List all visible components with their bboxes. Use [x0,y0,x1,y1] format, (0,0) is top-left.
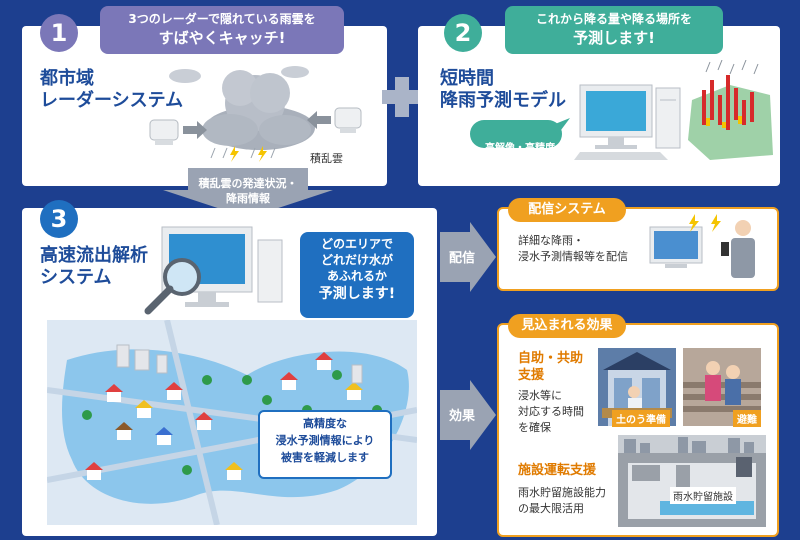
step-3-title: 高速流出解析 システム [40,245,148,289]
cloud-label: 積乱雲 [310,152,343,165]
self-help-title: 自助・共助 支援 [518,350,583,384]
step-3-title-line1: 高速流出解析 [40,245,148,266]
step-3-callout-line4: 予測します! [318,286,396,302]
down-arrow-line1: 積乱雲の発達状況・ [198,177,298,190]
sandbag-photo-label: 土のう準備 [612,410,670,427]
analysis-computer-illustration [144,226,283,315]
step-2-title-line2: 降雨予測モデル [440,90,566,111]
flood-map-caption: 高精度な 浸水予測情報により 被害を軽減します [258,410,392,479]
forecast-computer-illustration [470,60,773,160]
step-2-callout-line1: これから降る量や降る場所を [535,12,692,26]
step-3-title-line2: システム [40,267,112,288]
self-help-title-line1: 自助・共助 [518,351,584,366]
delivery-devices-illustration [649,214,755,278]
facility-text-line1: 雨水貯留施設能力 [518,486,606,499]
delivery-arrow-label: 配信 [449,251,476,266]
step-1-title-line2: レーダーシステム [40,90,184,111]
delivery-tab: 配信システム [508,198,626,222]
resolution-bubble-text: 高解像・高精度 [485,143,555,154]
step-1-callout-line1: 3つのレーダーで隠れている雨雲を [128,12,316,26]
facility-title: 施設運転支援 [518,463,597,478]
radar-cloud-illustration [149,66,362,162]
delivery-text-line1: 詳細な降雨・ [518,234,584,247]
facility-text: 雨水貯留施設能力 の最大限活用 [518,485,606,517]
self-help-text-line2: 対応する時間 [518,405,584,418]
evacuation-photo-label: 避難 [733,410,761,427]
step-2-callout-line2: 予測します! [573,29,655,47]
effect-arrow [440,380,496,450]
self-help-title-line2: 支援 [518,368,545,383]
delivery-text: 詳細な降雨・ 浸水予測情報等を配信 [518,233,628,265]
step-1-callout: 3つのレーダーで隠れている雨雲を すばやくキャッチ! [100,6,344,54]
flood-map-caption-line1: 高精度な [303,417,347,430]
facility-text-line2: の最大限活用 [518,502,584,515]
radar-left [149,119,179,145]
flood-map-caption-line3: 被害を軽減します [281,451,369,464]
storage-facility-illustration [618,435,766,527]
step-3-callout-line1: どのエリアで [320,237,393,251]
storage-facility-label: 雨水貯留施設 [670,487,736,504]
down-arrow [163,168,333,218]
step-2-title: 短時間 降雨予測モデル [440,68,566,112]
step-3-callout-line2: どれだけ水が [320,253,393,267]
effects-tab: 見込まれる効果 [508,314,626,338]
step-1-badge: 1 [40,14,78,52]
step-3-badge: 3 [40,200,78,238]
step-3-callout-line3: あふれるか [326,269,387,283]
flood-map-caption-line2: 浸水予測情報により [275,434,375,447]
step-1-title-line1: 都市域 [40,68,94,89]
step-2-title-line1: 短時間 [440,68,494,89]
self-help-text-line1: 浸水等に [518,389,562,402]
step-1-callout-line2: すばやくキャッチ! [158,29,286,47]
plus-icon [382,77,422,117]
delivery-text-line2: 浸水予測情報等を配信 [518,250,628,263]
down-arrow-line2: 降雨情報 [226,192,270,205]
step-2-badge: 2 [444,14,482,52]
self-help-text: 浸水等に 対応する時間 を確保 [518,388,584,436]
step-2-callout: これから降る量や降る場所を 予測します! [505,6,723,54]
down-arrow-label: 積乱雲の発達状況・ 降雨情報 [185,176,311,206]
delivery-arrow [440,222,496,292]
bottom-strip [0,540,800,555]
step-3-callout: どのエリアで どれだけ水が あふれるか 予測します! [300,232,414,318]
effect-arrow-label: 効果 [449,409,476,424]
step-1-title: 都市域 レーダーシステム [40,68,183,112]
self-help-text-line3: を確保 [518,421,551,434]
